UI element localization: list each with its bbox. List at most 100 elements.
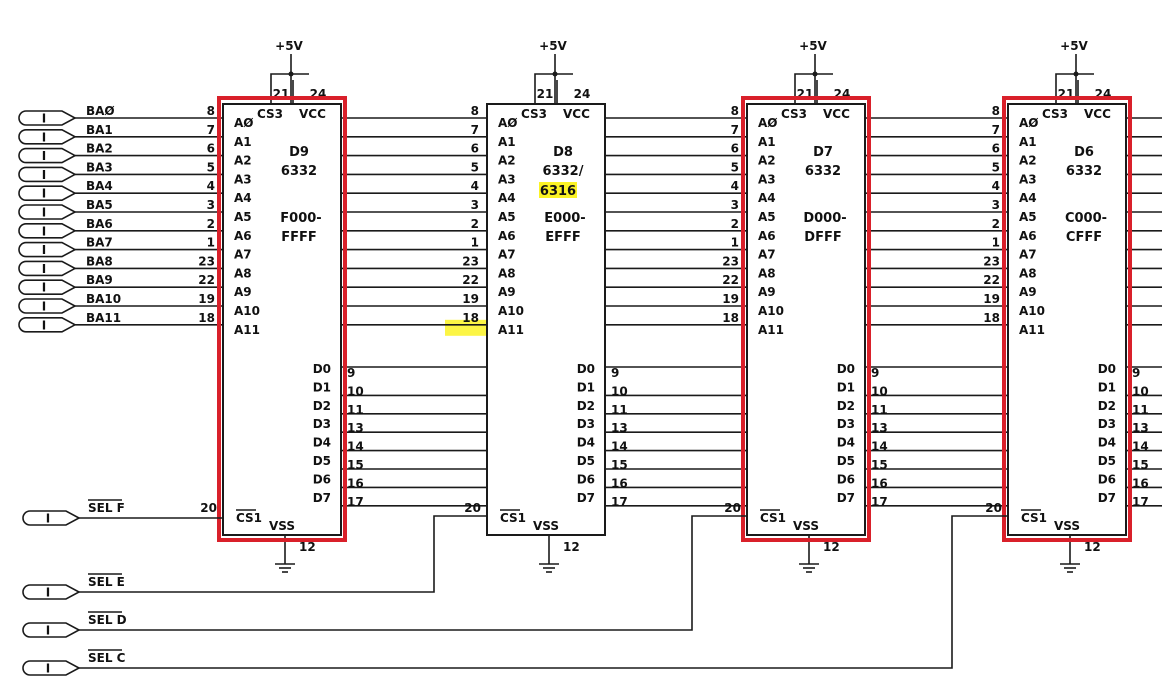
pin-number: 4	[731, 179, 739, 193]
power-label: +5V	[799, 39, 827, 53]
pin-number: 18	[462, 311, 479, 325]
address-range-end: DFFF	[804, 230, 841, 245]
address-pin-label: A9	[234, 285, 252, 299]
pin-label: VCC	[299, 107, 326, 121]
data-pin-label: D0	[837, 362, 855, 376]
chip-reference: D8	[553, 145, 573, 160]
pin-number: 23	[983, 254, 1000, 268]
pin-number: 14	[347, 440, 364, 454]
connector-icon	[18, 279, 77, 295]
address-range-end: CFFF	[1066, 230, 1102, 245]
pin-number: 11	[1132, 403, 1149, 417]
pin-number: 8	[471, 104, 479, 118]
pin-number: 5	[471, 160, 479, 174]
data-pin-label: D3	[837, 417, 855, 431]
pin-label: VSS	[793, 519, 819, 533]
address-pin-label: A6	[1019, 229, 1037, 243]
cs3-tie-wire	[794, 73, 833, 104]
junction-dot	[812, 71, 818, 77]
connector-glyph: I	[46, 662, 50, 676]
pin-number: 19	[198, 292, 215, 306]
address-pin-label: A5	[1019, 210, 1037, 224]
address-pin-label: A5	[758, 210, 776, 224]
address-pin-label: A6	[758, 229, 776, 243]
connector-glyph: I	[42, 206, 46, 220]
data-pin-label: D2	[577, 399, 595, 413]
chip-select-label: CS1	[500, 511, 526, 525]
address-pin-label: AØ	[234, 116, 254, 130]
pin-number: 11	[347, 403, 364, 417]
pin-number: 20	[985, 501, 1002, 515]
chip-body	[746, 103, 866, 536]
pin-number: 3	[992, 198, 1000, 212]
address-pin-label: A8	[498, 266, 516, 280]
pin-number: 1	[731, 236, 739, 250]
pin-number: 9	[871, 366, 879, 380]
chip-reference: D9	[289, 145, 309, 160]
address-signal-label: BA7	[86, 236, 113, 250]
address-pin-label: A2	[758, 154, 776, 168]
pin-number: 4	[207, 179, 215, 193]
connector-icon	[18, 166, 77, 183]
connector-glyph: I	[42, 187, 46, 201]
pin-number: 7	[731, 123, 739, 137]
data-pin-label: D4	[837, 436, 855, 450]
pin-number: 12	[823, 540, 840, 554]
pin-number: 23	[198, 254, 215, 268]
chip-reference: D6	[1074, 145, 1094, 160]
chip-select-label: CS1	[1021, 511, 1047, 525]
data-pin-label: D5	[1098, 454, 1116, 468]
connector-glyph: I	[46, 586, 50, 600]
data-pin-label: D1	[1098, 380, 1116, 394]
pin-number: 10	[611, 384, 628, 398]
junction-dot	[552, 71, 558, 77]
pin-number: 24	[574, 87, 591, 101]
data-pin-label: D4	[577, 436, 595, 450]
pin-label: VSS	[533, 519, 559, 533]
address-pin-label: A2	[1019, 154, 1037, 168]
address-range-end: FFFF	[281, 230, 317, 245]
pin-number: 18	[722, 311, 739, 325]
address-pin-label: A1	[758, 135, 776, 149]
pin-number: 19	[983, 292, 1000, 306]
address-pin-label: A2	[498, 154, 516, 168]
power-label: +5V	[539, 39, 567, 53]
address-range-start: F000-	[280, 211, 321, 226]
data-pin-label: D3	[1098, 417, 1116, 431]
pin-number: 1	[471, 236, 479, 250]
pin-label: VCC	[823, 107, 850, 121]
address-signal-label: BA6	[86, 217, 113, 231]
pin-label: VCC	[563, 107, 590, 121]
address-pin-label: A11	[1019, 323, 1045, 337]
address-pin-label: A4	[498, 191, 516, 205]
address-pin-label: A10	[1019, 304, 1045, 318]
pin-number: 5	[992, 160, 1000, 174]
pin-number: 22	[722, 273, 739, 287]
connector-icon	[18, 110, 77, 126]
address-pin-label: A4	[1019, 191, 1037, 205]
address-range-start: C000-	[1065, 211, 1107, 226]
data-pin-label: D0	[313, 362, 331, 376]
connector-icon	[18, 185, 77, 201]
junction-dot	[1073, 71, 1079, 77]
connector-icon	[22, 510, 81, 526]
highlight-frame	[217, 96, 347, 542]
pin-number: 12	[563, 540, 580, 554]
cs3-tie-wire	[1055, 73, 1094, 104]
address-pin-label: A3	[1019, 172, 1037, 186]
power-label: +5V	[275, 39, 303, 53]
pin-number: 12	[299, 540, 316, 554]
connector-glyph: I	[42, 168, 46, 182]
address-pin-label: A10	[758, 304, 784, 318]
address-pin-label: A9	[498, 285, 516, 299]
connector-icon	[18, 223, 77, 239]
chip-part-number: 6332/	[543, 164, 584, 179]
pin-number: 1	[992, 236, 1000, 250]
address-pin-label: A11	[758, 323, 784, 337]
address-signal-label: BA8	[86, 254, 113, 268]
address-signal-label: BAØ	[86, 104, 115, 118]
connector-icon	[22, 584, 81, 600]
address-signal-label: BA11	[86, 311, 121, 325]
